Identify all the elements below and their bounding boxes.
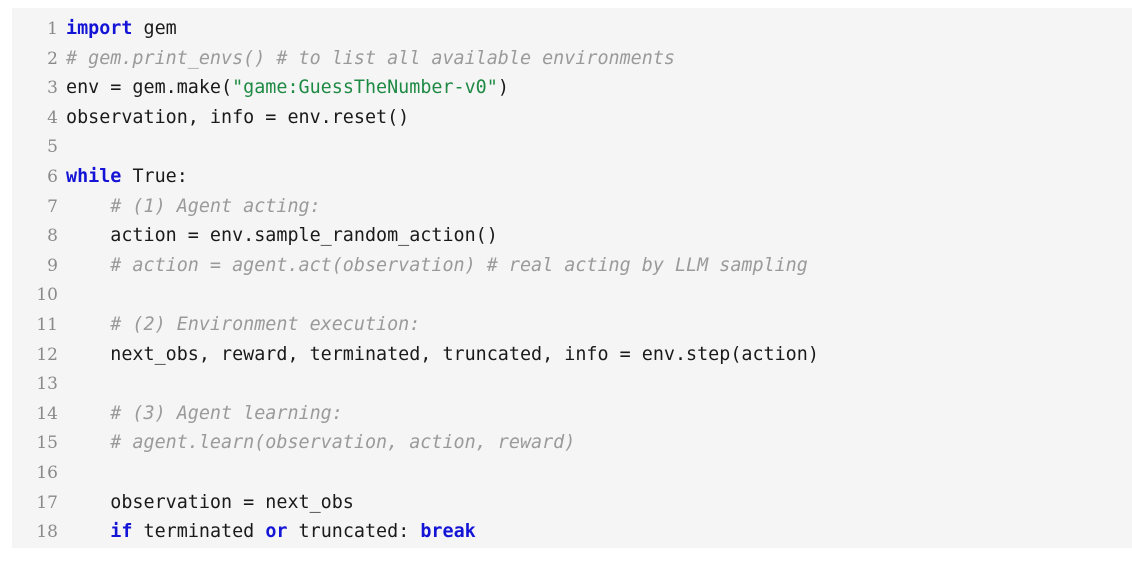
token-keyword: or xyxy=(265,521,288,543)
line-number: 6 xyxy=(47,166,58,187)
token-text: observation, info = env.reset() xyxy=(66,106,410,128)
line-content[interactable]: # action = agent.act(observation) # real… xyxy=(58,251,808,281)
line-content[interactable]: while True: xyxy=(58,162,188,192)
code-line[interactable]: 2 # gem.print_envs() # to list all availa… xyxy=(12,44,1132,74)
code-line[interactable]: 4 observation, info = env.reset() xyxy=(12,103,1132,133)
token-comment: # action = agent.act(observation) # real… xyxy=(66,254,808,276)
line-content[interactable]: observation = next_obs xyxy=(58,488,354,518)
code-line[interactable]: 16 xyxy=(12,458,1132,488)
line-content[interactable] xyxy=(58,369,77,399)
token-keyword: if xyxy=(110,521,133,543)
code-line[interactable]: 18 if terminated or truncated: break xyxy=(12,517,1132,547)
line-number: 18 xyxy=(36,522,58,543)
code-line[interactable]: 9 # action = agent.act(observation) # re… xyxy=(12,251,1132,281)
token-keyword: while xyxy=(66,165,122,187)
code-line[interactable]: 14 # (3) Agent learning: xyxy=(12,399,1132,429)
line-number: 17 xyxy=(36,492,58,513)
code-line[interactable]: 12 next_obs, reward, terminated, truncat… xyxy=(12,340,1132,370)
line-content[interactable]: action = env.sample_random_action() xyxy=(58,221,498,251)
token-text xyxy=(66,521,110,542)
token-comment: # (1) Agent acting: xyxy=(66,195,321,217)
token-text: terminated xyxy=(132,521,266,543)
code-line[interactable]: 13 xyxy=(12,369,1132,399)
line-content[interactable]: observation, info = env.reset() xyxy=(58,103,409,133)
code-line[interactable]: 17 observation = next_obs xyxy=(12,488,1132,518)
token-keyword: break xyxy=(420,521,476,543)
line-number: 13 xyxy=(36,374,58,395)
line-content[interactable]: env = gem.make("game:GuessTheNumber-v0") xyxy=(58,73,509,103)
token-comment: # (2) Environment execution: xyxy=(66,313,421,335)
line-content[interactable]: # gem.print_envs() # to list all availab… xyxy=(58,44,675,74)
line-content[interactable] xyxy=(58,280,77,310)
line-number: 8 xyxy=(47,226,58,247)
token-text: gem xyxy=(132,18,177,39)
code-line[interactable]: 10 xyxy=(12,280,1132,310)
line-number: 11 xyxy=(36,314,58,335)
code-line[interactable]: 11 # (2) Environment execution: xyxy=(12,310,1132,340)
token-text: action = env.sample_random_action() xyxy=(66,225,498,247)
line-content[interactable]: # (3) Agent learning: xyxy=(58,399,343,429)
line-content[interactable]: # (1) Agent acting: xyxy=(58,192,321,222)
line-number: 16 xyxy=(36,462,58,483)
token-text: env = gem.make( xyxy=(66,77,233,99)
line-number: 2 xyxy=(47,48,58,69)
line-content[interactable] xyxy=(58,132,77,162)
token-comment: # agent.learn(observation, action, rewar… xyxy=(66,432,576,454)
code-line[interactable]: 8 action = env.sample_random_action() xyxy=(12,221,1132,251)
line-number: 15 xyxy=(36,433,58,454)
line-number: 10 xyxy=(36,285,58,306)
token-text: truncated: xyxy=(287,521,421,543)
line-content[interactable]: # agent.learn(observation, action, rewar… xyxy=(58,428,575,458)
token-text: True: xyxy=(121,165,188,187)
token-keyword: import xyxy=(66,18,133,39)
line-content[interactable] xyxy=(58,458,77,488)
line-number: 1 xyxy=(47,19,58,39)
token-text: next_obs, reward, terminated, truncated,… xyxy=(66,343,819,365)
line-number: 9 xyxy=(47,255,58,276)
code-line[interactable]: 5 xyxy=(12,132,1132,162)
token-comment: # gem.print_envs() # to list all availab… xyxy=(66,47,675,69)
line-number: 14 xyxy=(36,403,58,424)
line-number: 7 xyxy=(47,196,58,217)
token-string: "game:GuessTheNumber-v0" xyxy=(232,77,498,99)
line-number: 5 xyxy=(47,137,58,158)
line-number: 4 xyxy=(47,107,58,128)
code-line[interactable]: 15 # agent.learn(observation, action, re… xyxy=(12,428,1132,458)
token-comment: # (3) Agent learning: xyxy=(66,402,343,424)
line-content[interactable]: next_obs, reward, terminated, truncated,… xyxy=(58,340,819,370)
code-line[interactable]: 7 # (1) Agent acting: xyxy=(12,192,1132,222)
line-content[interactable]: # (2) Environment execution: xyxy=(58,310,420,340)
line-number: 3 xyxy=(47,78,58,99)
token-text: observation = next_obs xyxy=(66,491,354,513)
token-text: ) xyxy=(497,77,509,99)
line-content[interactable]: import gem xyxy=(58,14,177,44)
line-number: 12 xyxy=(36,344,58,365)
line-content[interactable]: if terminated or truncated: break xyxy=(58,517,476,547)
